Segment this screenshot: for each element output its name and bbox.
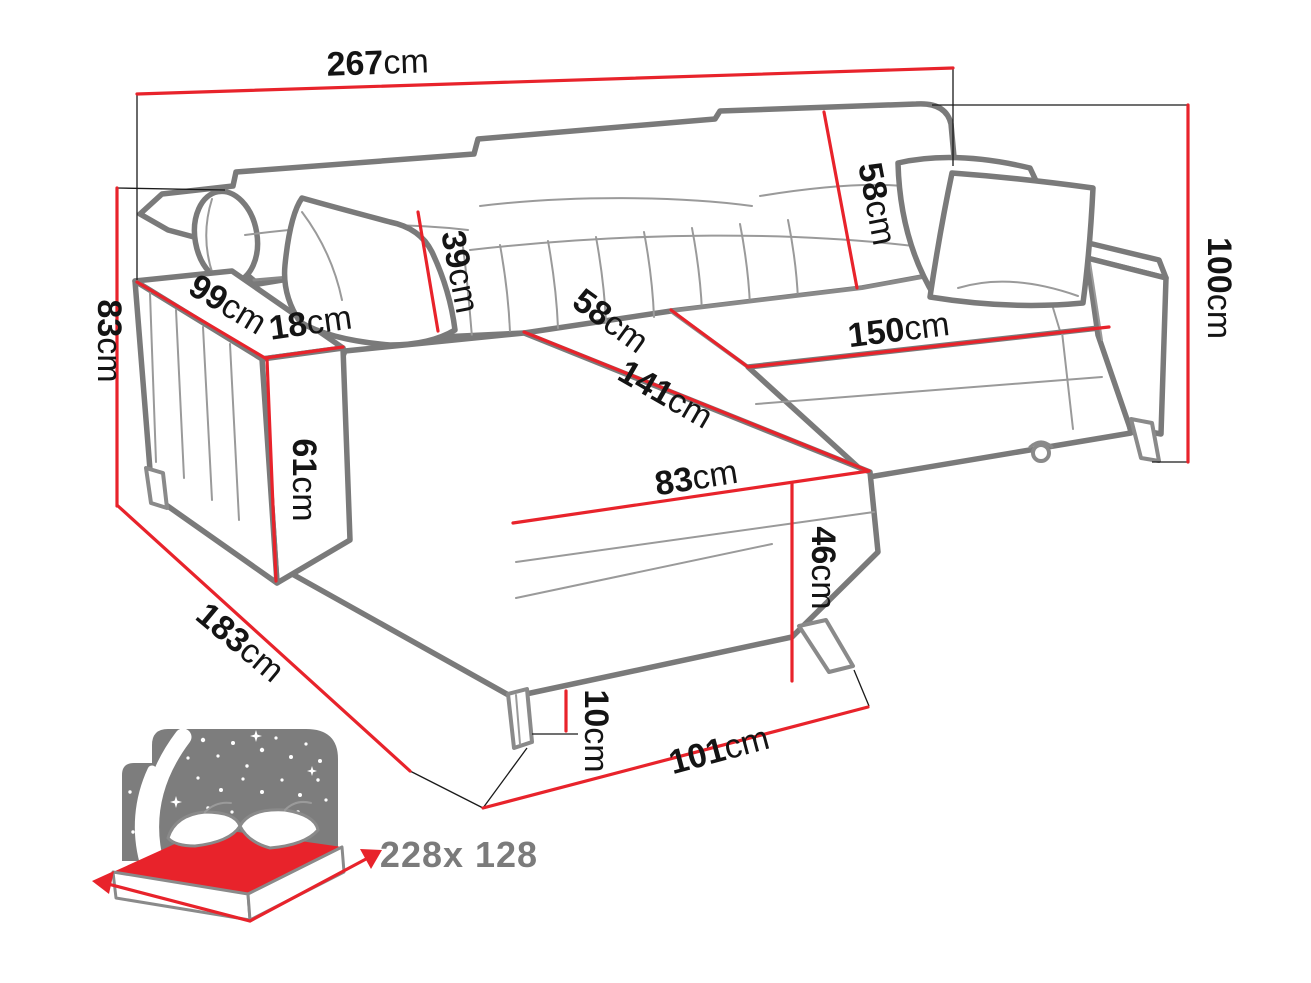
dim-chaise-front-width-line: [481, 705, 870, 810]
sofa-leg: [1129, 417, 1161, 463]
dim-seat-depth-line: [669, 308, 750, 369]
dim-armrest-length-line: [135, 280, 267, 360]
dim-total-depth-label: 183cm: [189, 595, 292, 690]
dim-seat-width-line: [746, 325, 1111, 369]
sofa-leg: [797, 618, 855, 674]
pillow: [281, 195, 458, 348]
dim-total-width-line: [135, 66, 955, 96]
dim-armrest-width-label: 18cm: [267, 299, 355, 348]
dim-chaise-front-width-label: 101cm: [665, 719, 773, 782]
dim-seat-height-label: 46cm: [804, 526, 842, 609]
dim-leg-height-label: 10cm: [577, 689, 615, 772]
extension-lines: [116, 68, 1188, 809]
sleeping-area-size: 228x 128: [380, 834, 538, 875]
dim-chaise-width-label: 83cm: [652, 453, 740, 504]
dim-chaise-width-line: [511, 469, 871, 525]
sofa-leg: [506, 687, 534, 750]
dim-armrest-height-line: [265, 357, 278, 583]
stars: [128, 730, 328, 849]
dim-side-height-label: 83cm: [90, 299, 128, 382]
sofa-drawing: [132, 101, 1169, 750]
caster-wheel: [1031, 443, 1051, 463]
dim-chaise-length-line: [522, 330, 871, 473]
sofa-leg: [144, 466, 169, 510]
dim-backrest-diagonal-line: [822, 110, 859, 290]
dim-backrest-diagonal-label: 58cm: [850, 159, 903, 248]
dim-total-depth-line: [116, 504, 412, 773]
dim-backrest-height-line: [416, 210, 440, 333]
dimension-lines: [115, 66, 1190, 810]
pillow: [927, 170, 1096, 309]
dim-total-height-label: 100cm: [1200, 237, 1238, 339]
bed-with-night-sky-icon: [92, 728, 382, 923]
bed-pillow: [238, 808, 320, 850]
dim-seat-width-label: 150cm: [846, 305, 952, 355]
left-armrest-side: [132, 278, 280, 586]
dim-total-width-label: 267cm: [326, 42, 429, 84]
dim-backrest-height-label: 39cm: [433, 227, 486, 316]
dim-armrest-height-label: 61cm: [285, 438, 323, 521]
dim-armrest-width-line: [263, 345, 345, 360]
